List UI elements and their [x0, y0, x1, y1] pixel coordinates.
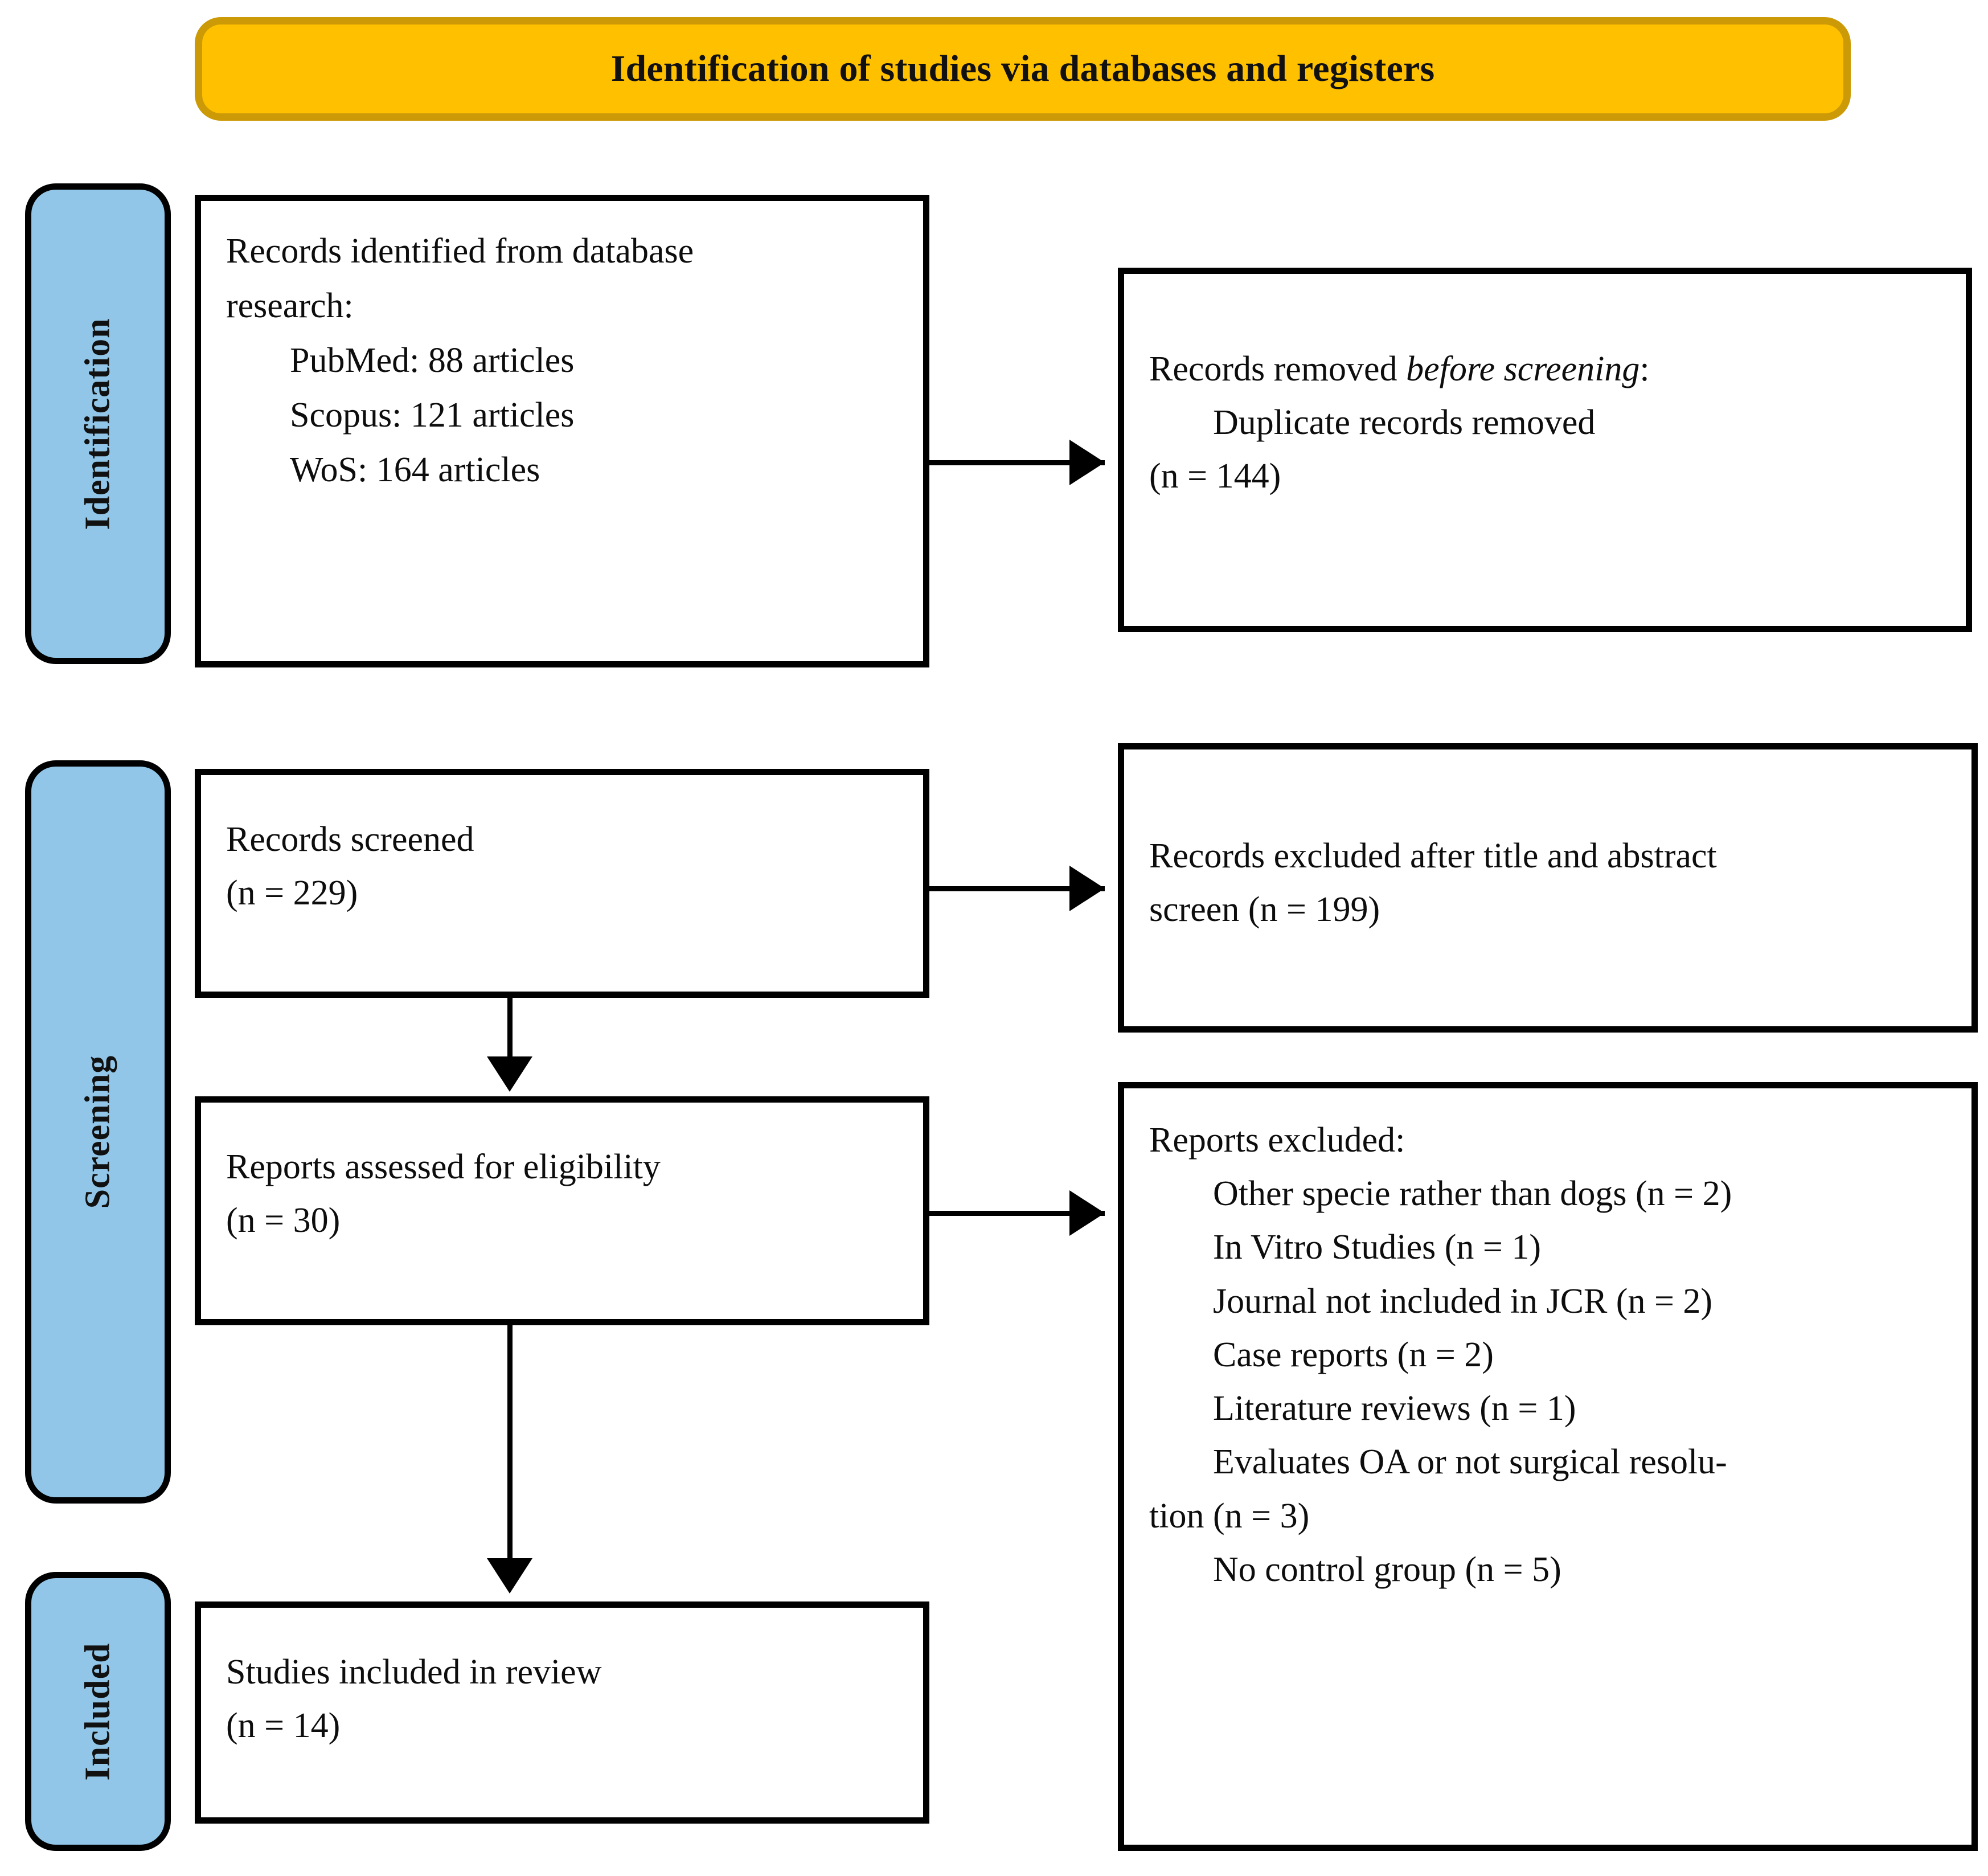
connector-screened-to-eligibility [507, 998, 513, 1060]
records-removed-duplicate: Duplicate records removed [1213, 403, 1596, 443]
records-identified-scopus: Scopus: 121 articles [290, 396, 575, 435]
records-removed-heading-italic: before screening [1406, 350, 1640, 388]
box-studies-included: Studies included in review (n = 14) [195, 1601, 929, 1824]
studies-included-count: (n = 14) [226, 1706, 341, 1746]
studies-included-label: Studies included in review [226, 1653, 602, 1691]
reports-excluded-item-7: No control group (n = 5) [1213, 1550, 1561, 1589]
page-title: Identification of studies via databases … [610, 47, 1435, 89]
records-removed-heading-prefix: Records removed [1149, 350, 1407, 388]
arrow-right-icon-eligibility-to-reports-excluded [1069, 1190, 1105, 1236]
header-banner: Identification of studies via databases … [195, 17, 1851, 121]
stage-bar-screening: Screening [25, 760, 171, 1504]
reports-excluded-item-5: Literature reviews (n = 1) [1213, 1389, 1576, 1428]
records-excluded-line-1: Records excluded after title and abstrac… [1149, 837, 1717, 875]
arrow-down-icon-screened-to-eligibility [487, 1056, 532, 1092]
records-identified-line-2: research: [226, 286, 354, 326]
reports-excluded-item-4: Case reports (n = 2) [1213, 1335, 1494, 1374]
box-reports-assessed-eligibility: Reports assessed for eligibility (n = 30… [195, 1096, 929, 1325]
records-identified-pubmed: PubMed: 88 articles [290, 341, 575, 380]
stage-label-included: Included [78, 1642, 117, 1781]
records-removed-heading-suffix: : [1639, 350, 1650, 388]
records-screened-count: (n = 229) [226, 874, 358, 913]
arrow-right-icon-identified-to-removed [1069, 440, 1105, 485]
reports-excluded-item-6: Evaluates OA or not surgical resolu- [1213, 1443, 1727, 1482]
stage-bar-included: Included [25, 1572, 171, 1851]
stage-label-identification: Identification [78, 317, 117, 530]
box-records-screened: Records screened (n = 229) [195, 769, 929, 998]
reports-excluded-item-1: Other specie rather than dogs (n = 2) [1213, 1174, 1732, 1214]
records-removed-count: (n = 144) [1149, 457, 1281, 496]
reports-assessed-count: (n = 30) [226, 1201, 341, 1240]
records-identified-line-1: Records identified from database [226, 232, 694, 271]
records-identified-wos: WoS: 164 articles [290, 450, 540, 490]
connector-identified-to-removed [929, 460, 1105, 465]
box-records-removed: Records removed before screening: Duplic… [1118, 268, 1972, 632]
arrow-down-icon-eligibility-to-included [487, 1558, 532, 1594]
stage-label-screening: Screening [78, 1055, 117, 1209]
reports-excluded-item-6-cont: tion (n = 3) [1149, 1496, 1310, 1535]
reports-excluded-item-2: In Vitro Studies (n = 1) [1213, 1228, 1542, 1267]
connector-eligibility-to-reports-excluded [929, 1211, 1105, 1216]
reports-excluded-heading: Reports excluded: [1149, 1121, 1405, 1160]
reports-assessed-label: Reports assessed for eligibility [226, 1148, 661, 1186]
connector-screened-to-excluded [929, 886, 1105, 891]
arrow-right-icon-screened-to-excluded [1069, 866, 1105, 911]
connector-eligibility-to-included [507, 1325, 513, 1560]
records-removed-heading: Records removed before screening: [1149, 342, 1941, 396]
box-records-identified: Records identified from database researc… [195, 195, 929, 667]
reports-excluded-item-3: Journal not included in JCR (n = 2) [1213, 1281, 1713, 1321]
box-records-excluded-title-abstract: Records excluded after title and abstrac… [1118, 743, 1978, 1033]
box-reports-excluded: Reports excluded: Other specie rather th… [1118, 1082, 1978, 1851]
records-excluded-line-2: screen (n = 199) [1149, 890, 1380, 929]
stage-bar-identification: Identification [25, 183, 171, 664]
records-screened-label: Records screened [226, 820, 474, 859]
